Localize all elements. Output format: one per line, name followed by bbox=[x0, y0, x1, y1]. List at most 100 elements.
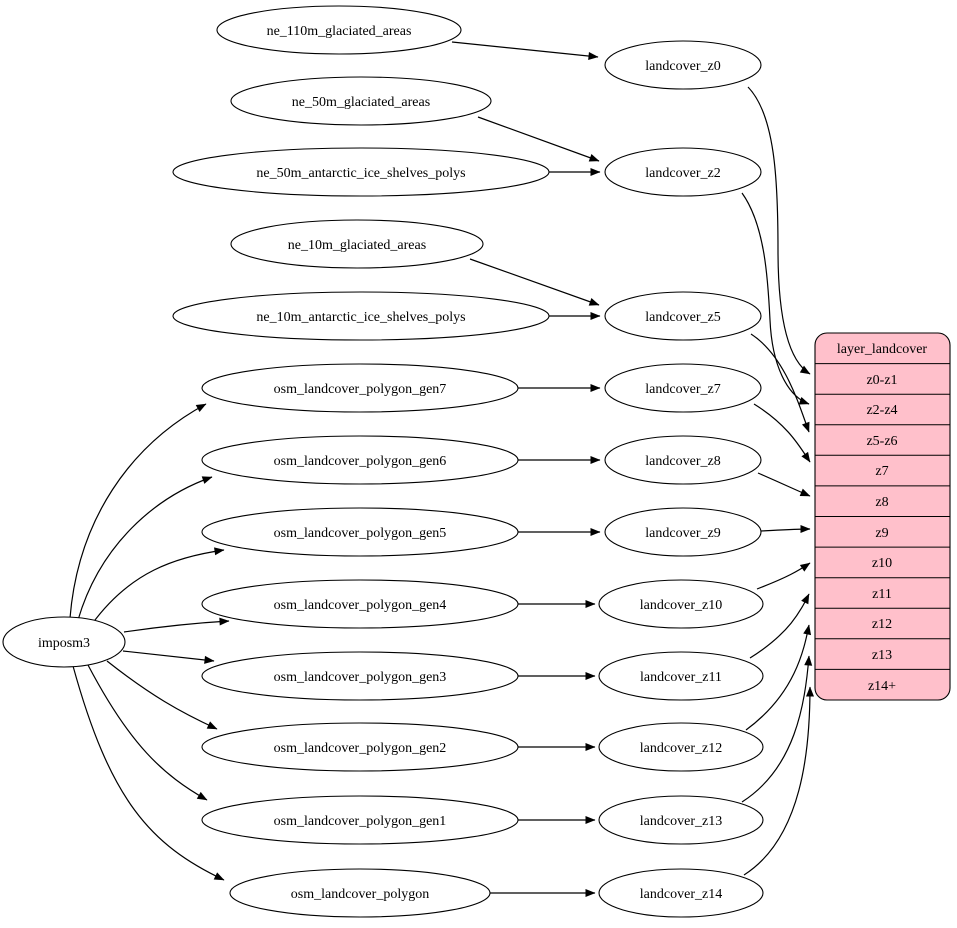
edge-landcover-z2-to-row-z2-z4 bbox=[741, 192, 810, 405]
edge-landcover-z7-to-row-z7 bbox=[753, 403, 811, 463]
node-osm-landcover-polygon-gen5-shape bbox=[201, 507, 519, 557]
layer-landcover-table: layer_landcover z0-z1 z2-z4 z5-z6 z7 z8 … bbox=[814, 332, 951, 701]
node-osm-landcover-polygon-gen4-label: osm_landcover_polygon_gen4 bbox=[274, 598, 447, 613]
table-row-z9: z9 bbox=[875, 526, 888, 541]
edges-layer bbox=[69, 41, 814, 897]
edge-landcover-z5-to-row-z5-z6 bbox=[750, 333, 810, 433]
edge-imposm3-to-osm-landcover-polygon-gen1 bbox=[87, 664, 208, 801]
node-osm-landcover-polygon-gen3-label: osm_landcover_polygon_gen3 bbox=[274, 670, 447, 685]
node-landcover-z2: landcover_z2 bbox=[604, 147, 762, 197]
node-ne-10m-antarctic-ice-shelves-polys: ne_10m_antarctic_ice_shelves_polys bbox=[172, 291, 550, 341]
node-landcover-z8: landcover_z8 bbox=[604, 435, 762, 485]
node-osm-landcover-polygon-gen2-label: osm_landcover_polygon_gen2 bbox=[274, 741, 447, 756]
node-osm-landcover-polygon-label: osm_landcover_polygon bbox=[291, 887, 429, 902]
edge-imposm3-to-osm-landcover-polygon-gen3 bbox=[122, 650, 215, 664]
node-ne-10m-glaciated-areas-shape bbox=[230, 219, 484, 269]
edge-imposm3-to-osm-landcover-polygon bbox=[72, 665, 225, 881]
edge-landcover-z0-to-row-z0-z1 bbox=[747, 86, 811, 375]
node-imposm3: imposm3 bbox=[2, 616, 126, 668]
edge-ne-110m-glaciated-areas-to-landcover-z0 bbox=[451, 41, 599, 61]
edge-landcover-z9-to-row-z9 bbox=[760, 525, 811, 534]
node-landcover-z7: landcover_z7 bbox=[604, 363, 762, 413]
nodes-layer: imposm3 ne_110m_glaciated_areas ne_50m_g… bbox=[2, 5, 764, 918]
node-landcover-z2-label: landcover_z2 bbox=[645, 166, 720, 181]
edge-landcover-z12-to-row-z12 bbox=[745, 624, 812, 731]
table-row-z12: z12 bbox=[872, 617, 892, 632]
node-landcover-z12-label: landcover_z12 bbox=[640, 741, 722, 756]
node-ne-10m-glaciated-areas-label: ne_10m_glaciated_areas bbox=[288, 238, 426, 253]
node-ne-110m-glaciated-areas: ne_110m_glaciated_areas bbox=[216, 5, 462, 55]
node-osm-landcover-polygon-gen3: osm_landcover_polygon_gen3 bbox=[201, 651, 519, 701]
node-landcover-z12: landcover_z12 bbox=[598, 722, 764, 772]
node-ne-110m-glaciated-areas-shape bbox=[216, 5, 462, 55]
node-osm-landcover-polygon: osm_landcover_polygon bbox=[229, 868, 491, 918]
node-ne-10m-antarctic-ice-shelves-polys-shape bbox=[172, 291, 550, 341]
node-landcover-z14-shape bbox=[598, 868, 764, 918]
node-landcover-z14: landcover_z14 bbox=[598, 868, 764, 918]
edge-imposm3-to-osm-landcover-polygon-gen5 bbox=[91, 547, 225, 625]
node-landcover-z10-label: landcover_z10 bbox=[640, 598, 722, 613]
node-landcover-z9: landcover_z9 bbox=[604, 507, 762, 557]
node-osm-landcover-polygon-gen5: osm_landcover_polygon_gen5 bbox=[201, 507, 519, 557]
node-osm-landcover-polygon-gen7: osm_landcover_polygon_gen7 bbox=[201, 363, 519, 413]
node-landcover-z7-label: landcover_z7 bbox=[645, 382, 720, 397]
node-osm-landcover-polygon-gen7-label: osm_landcover_polygon_gen7 bbox=[274, 382, 447, 397]
node-ne-50m-antarctic-ice-shelves-polys-label: ne_50m_antarctic_ice_shelves_polys bbox=[256, 166, 465, 181]
edge-imposm3-to-osm-landcover-polygon-gen4 bbox=[123, 617, 230, 633]
node-landcover-z13-shape bbox=[598, 795, 764, 845]
node-landcover-z5: landcover_z5 bbox=[604, 291, 762, 341]
node-landcover-z0-shape bbox=[604, 40, 762, 90]
node-landcover-z11-label: landcover_z11 bbox=[640, 670, 722, 685]
table-row-z0-z1: z0-z1 bbox=[866, 373, 897, 388]
node-landcover-z5-shape bbox=[604, 291, 762, 341]
edge-ne-10m-glaciated-areas-to-landcover-z5 bbox=[469, 258, 600, 306]
table-row-z10: z10 bbox=[872, 556, 892, 571]
node-landcover-z13: landcover_z13 bbox=[598, 795, 764, 845]
node-landcover-z12-shape bbox=[598, 722, 764, 772]
edge-imposm3-to-osm-landcover-polygon-gen2 bbox=[106, 660, 218, 730]
node-landcover-z14-label: landcover_z14 bbox=[640, 887, 722, 902]
node-landcover-z11-shape bbox=[598, 651, 764, 701]
node-osm-landcover-polygon-gen6-label: osm_landcover_polygon_gen6 bbox=[274, 454, 447, 469]
node-osm-landcover-polygon-shape bbox=[229, 868, 491, 918]
node-ne-50m-glaciated-areas-label: ne_50m_glaciated_areas bbox=[292, 95, 430, 110]
node-osm-landcover-polygon-gen4-shape bbox=[201, 579, 519, 629]
layer-landcover-table-title: layer_landcover bbox=[837, 342, 928, 357]
node-osm-landcover-polygon-gen6: osm_landcover_polygon_gen6 bbox=[201, 435, 519, 485]
node-osm-landcover-polygon-gen1-label: osm_landcover_polygon_gen1 bbox=[274, 814, 447, 829]
edge-ne-50m-glaciated-areas-to-landcover-z2 bbox=[477, 116, 600, 162]
table-row-z8: z8 bbox=[875, 495, 888, 510]
node-ne-50m-glaciated-areas-shape bbox=[230, 76, 492, 126]
table-row-z2-z4: z2-z4 bbox=[866, 403, 897, 418]
node-landcover-z9-shape bbox=[604, 507, 762, 557]
node-landcover-z13-label: landcover_z13 bbox=[640, 814, 722, 829]
node-ne-50m-antarctic-ice-shelves-polys: ne_50m_antarctic_ice_shelves_polys bbox=[172, 147, 550, 197]
node-landcover-z8-label: landcover_z8 bbox=[645, 454, 720, 469]
node-ne-50m-glaciated-areas: ne_50m_glaciated_areas bbox=[230, 76, 492, 126]
node-osm-landcover-polygon-gen3-shape bbox=[201, 651, 519, 701]
node-imposm3-shape bbox=[2, 616, 126, 668]
node-osm-landcover-polygon-gen2: osm_landcover_polygon_gen2 bbox=[201, 722, 519, 772]
edge-landcover-z8-to-row-z8 bbox=[757, 472, 811, 497]
node-landcover-z10-shape bbox=[598, 579, 764, 629]
table-row-z5-z6: z5-z6 bbox=[866, 434, 897, 449]
node-landcover-z0: landcover_z0 bbox=[604, 40, 762, 90]
node-ne-110m-glaciated-areas-label: ne_110m_glaciated_areas bbox=[267, 24, 412, 39]
node-landcover-z9-label: landcover_z9 bbox=[645, 526, 720, 541]
edge-landcover-z13-to-row-z13 bbox=[741, 655, 813, 803]
node-landcover-z11: landcover_z11 bbox=[598, 651, 764, 701]
node-osm-landcover-polygon-gen2-shape bbox=[201, 722, 519, 772]
node-landcover-z0-label: landcover_z0 bbox=[645, 59, 720, 74]
edge-imposm3-to-osm-landcover-polygon-gen6 bbox=[77, 476, 213, 621]
node-ne-50m-antarctic-ice-shelves-polys-shape bbox=[172, 147, 550, 197]
edge-landcover-z10-to-row-z10 bbox=[756, 562, 811, 590]
node-landcover-z10: landcover_z10 bbox=[598, 579, 764, 629]
node-osm-landcover-polygon-gen6-shape bbox=[201, 435, 519, 485]
node-osm-landcover-polygon-gen7-shape bbox=[201, 363, 519, 413]
table-row-z14plus: z14+ bbox=[868, 679, 896, 694]
node-landcover-z7-shape bbox=[604, 363, 762, 413]
edge-imposm3-to-osm-landcover-polygon-gen7 bbox=[69, 403, 207, 619]
node-osm-landcover-polygon-gen1: osm_landcover_polygon_gen1 bbox=[201, 795, 519, 845]
